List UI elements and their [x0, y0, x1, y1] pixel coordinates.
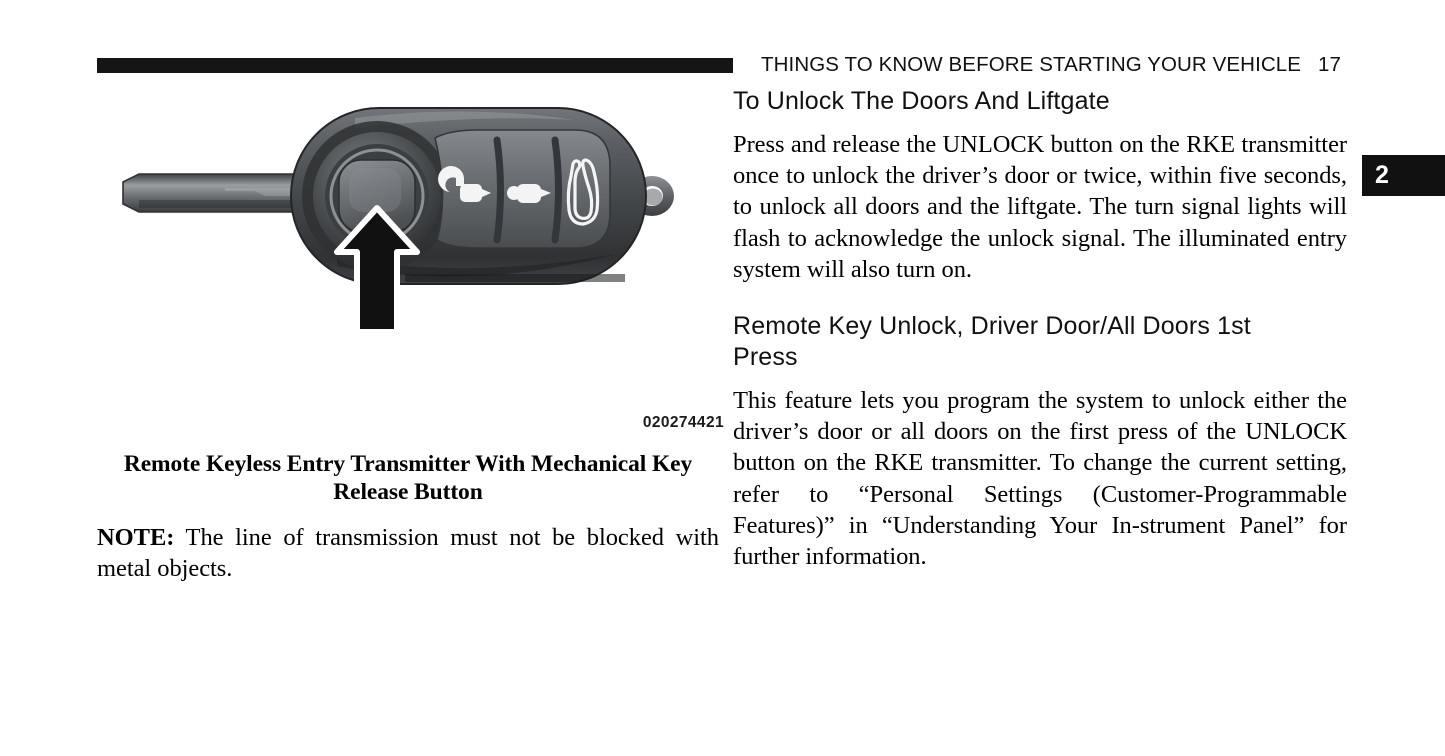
header-rule: [97, 57, 733, 73]
paragraph-unlock-instructions: Press and release the UNLOCK button on t…: [733, 131, 1347, 283]
unlock-button[interactable]: [438, 136, 491, 242]
figure-id-label: 020274421: [642, 414, 724, 431]
heading-remote-key-unlock: Remote Key Unlock, Driver Door/All Doors…: [733, 311, 1347, 373]
key-fob-illustration: [122, 107, 674, 335]
liftgate-button[interactable]: [566, 158, 600, 226]
callout-arrow-up-icon: [334, 205, 420, 335]
header-title: THINGS TO KNOW BEFORE STARTING YOUR VEHI…: [761, 53, 1302, 76]
liftgate-icon: [566, 158, 600, 226]
mechanical-key-release-button[interactable]: [302, 121, 452, 271]
note-text: The line of transmission must not be blo…: [97, 524, 719, 583]
chapter-tab: 2: [1362, 155, 1445, 196]
lock-button[interactable]: [507, 184, 551, 203]
heading-remote-key-unlock-line1: Remote Key Unlock, Driver Door/All Doors…: [733, 312, 1251, 341]
figure-remote-keyless-entry-transmitter: 020274421: [97, 96, 724, 436]
running-header: THINGS TO KNOW BEFORE STARTING YOUR VEHI…: [97, 52, 1347, 78]
page-number: 17: [1318, 53, 1341, 76]
left-column: 020274421 Remote Keyless Entry Transmitt…: [97, 96, 724, 584]
mechanical-key-blade: [122, 173, 318, 213]
right-column: To Unlock The Doors And Liftgate Press a…: [733, 86, 1347, 572]
button-divider: [551, 136, 562, 244]
figure-caption-line2: Release Button: [333, 479, 483, 505]
figure-caption: Remote Keyless Entry Transmitter With Me…: [97, 450, 719, 506]
closed-padlock-icon: [507, 184, 551, 203]
chapter-tab-number: 2: [1375, 161, 1389, 189]
heading-remote-key-unlock-line2: Press: [733, 343, 798, 372]
heading-to-unlock-the-doors-and-liftgate: To Unlock The Doors And Liftgate: [733, 87, 1110, 115]
note-label: NOTE:: [97, 524, 175, 551]
open-padlock-icon: [438, 166, 491, 202]
figure-caption-line1: Remote Keyless Entry Transmitter With Me…: [123, 451, 693, 477]
button-divider: [493, 136, 504, 244]
paragraph-remote-key-unlock-feature: This feature lets you program the system…: [733, 387, 1347, 571]
note-paragraph: NOTE: The line of transmission must not …: [97, 522, 719, 584]
